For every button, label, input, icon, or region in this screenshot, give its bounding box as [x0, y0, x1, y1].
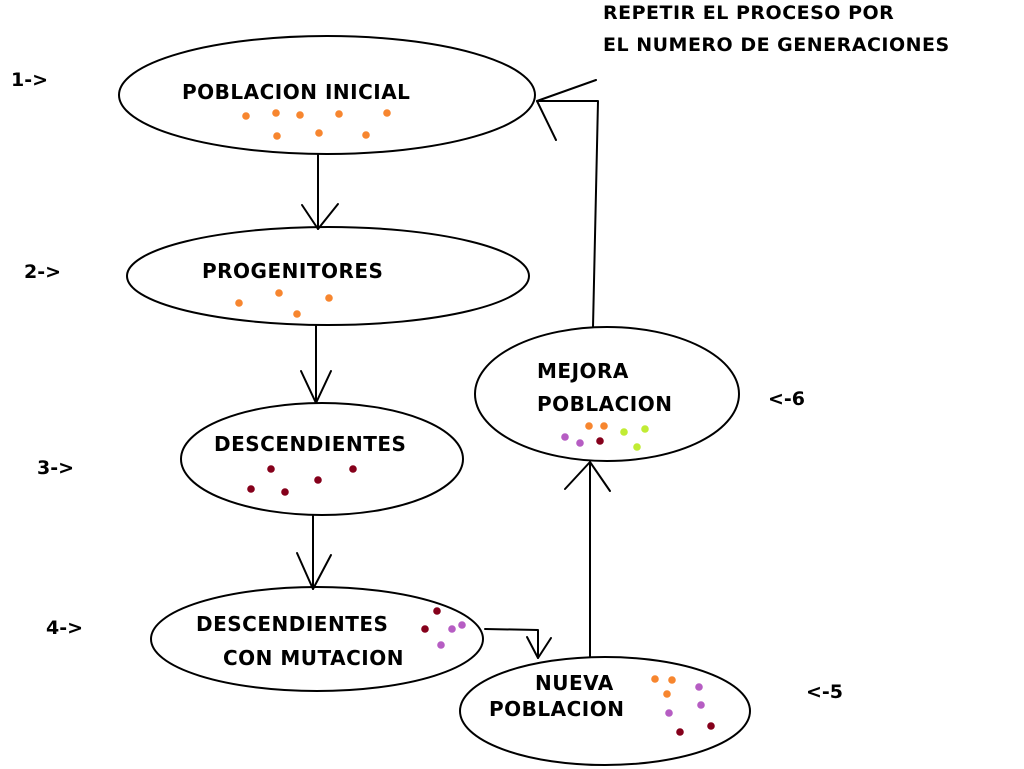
node-descendientes-mutacion: DESCENDIENTES CON MUTACION [150, 586, 484, 692]
individual-dot [600, 422, 608, 430]
individual-dot [665, 709, 673, 717]
individual-dot [448, 625, 456, 633]
individual-dot [668, 676, 676, 684]
node-descendientes-ellipse [180, 402, 464, 516]
individual-dot [561, 433, 569, 441]
node-poblacion-inicial: POBLACION INICIAL [118, 35, 536, 155]
node-mejora-poblacion: MEJORA POBLACION [474, 326, 740, 462]
node-descendientes-mutacion-label-2: CON MUTACION [223, 646, 404, 670]
node-progenitores: PROGENITORES [126, 226, 530, 326]
individual-dot [596, 437, 604, 445]
individual-dot [293, 310, 301, 318]
node-descendientes-mutacion-label-1: DESCENDIENTES [196, 612, 388, 636]
node-nueva-poblacion-label-2: POBLACION [489, 697, 625, 721]
individual-dot [247, 485, 255, 493]
caption-line-1: REPETIR EL PROCESO POR [603, 2, 894, 24]
individual-dot [676, 728, 684, 736]
arrow-mutacion-to-nueva [484, 628, 552, 659]
individual-dot [663, 690, 671, 698]
individual-dot [362, 131, 370, 139]
node-progenitores-ellipse [126, 226, 530, 326]
individual-dot [437, 641, 445, 649]
node-nueva-poblacion-label-1: NUEVA [535, 671, 614, 695]
individual-dot [281, 488, 289, 496]
step-6-label: <-6 [768, 388, 805, 410]
node-descendientes-label: DESCENDIENTES [214, 432, 406, 456]
step-4-label: 4-> [46, 617, 83, 639]
step-5-label: <-5 [806, 681, 843, 703]
individual-dot [273, 132, 281, 140]
individual-dot [707, 722, 715, 730]
individual-dot [620, 428, 628, 436]
individual-dot [585, 422, 593, 430]
individual-dot [275, 289, 283, 297]
node-descendientes-mutacion-ellipse [150, 586, 484, 692]
individual-dot [458, 621, 466, 629]
node-progenitores-label: PROGENITORES [202, 259, 383, 283]
node-poblacion-inicial-label: POBLACION INICIAL [182, 80, 410, 104]
node-descendientes: DESCENDIENTES [180, 402, 464, 516]
node-mejora-poblacion-ellipse [474, 326, 740, 462]
individual-dot [325, 294, 333, 302]
individual-dot [242, 112, 250, 120]
arrow-mejora-to-inicial [536, 79, 599, 328]
individual-dot [349, 465, 357, 473]
arrow-inicial-to-progenitores [301, 154, 339, 230]
step-3-label: 3-> [37, 457, 74, 479]
individual-dot [576, 439, 584, 447]
individual-dot [335, 110, 343, 118]
individual-dot [383, 109, 391, 117]
individual-dot [296, 111, 304, 119]
caption-line-2: EL NUMERO DE GENERACIONES [603, 34, 950, 56]
arrow-nueva-to-mejora [564, 461, 611, 658]
individual-dot [633, 443, 641, 451]
step-2-label: 2-> [24, 261, 61, 283]
arrow-progenitores-to-descendientes [300, 324, 332, 404]
individual-dot [315, 129, 323, 137]
node-nueva-poblacion-ellipse [459, 656, 751, 766]
individual-dot [433, 607, 441, 615]
individual-dot [314, 476, 322, 484]
individual-dot [641, 425, 649, 433]
individual-dot [697, 701, 705, 709]
individual-dot [235, 299, 243, 307]
individual-dot [267, 465, 275, 473]
arrow-descendientes-to-mutacion [296, 514, 332, 590]
step-1-label: 1-> [11, 69, 48, 91]
individual-dot [651, 675, 659, 683]
node-nueva-poblacion: NUEVA POBLACION [459, 656, 751, 766]
node-mejora-poblacion-label-1: MEJORA [537, 359, 629, 383]
individual-dot [272, 109, 280, 117]
individual-dot [421, 625, 429, 633]
node-mejora-poblacion-label-2: POBLACION [537, 392, 673, 416]
individual-dot [695, 683, 703, 691]
node-poblacion-inicial-ellipse [118, 35, 536, 155]
